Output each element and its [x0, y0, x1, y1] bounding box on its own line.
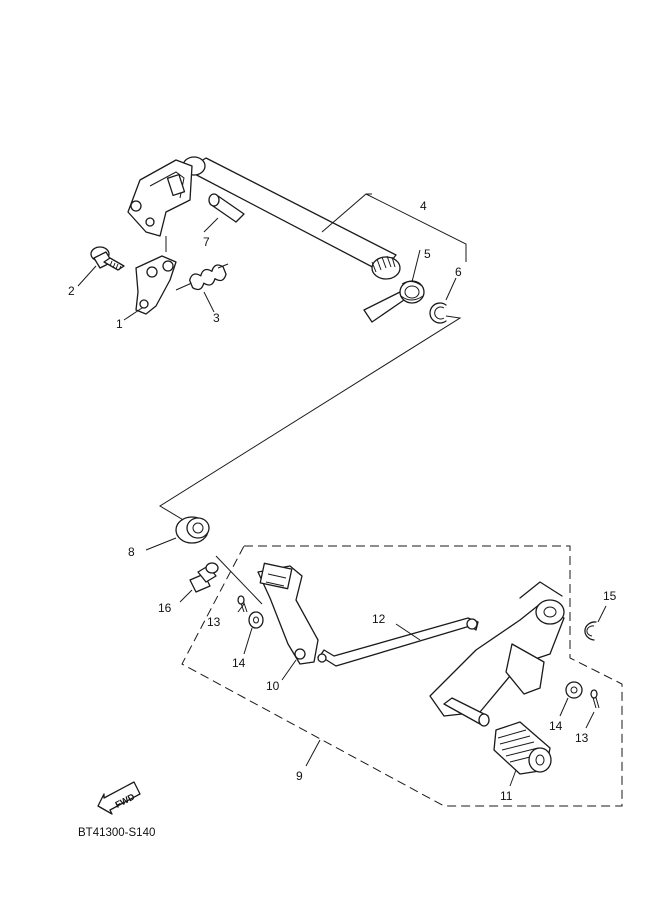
part-pin: [208, 193, 245, 223]
part-circlip-lower: [584, 621, 597, 641]
callout-13-left: 13: [207, 615, 221, 629]
part-return-spring: [363, 280, 425, 323]
upper-leader-lines: [77, 193, 467, 321]
callout-14-left: 14: [232, 656, 246, 670]
callout-9: 9: [296, 769, 303, 783]
part-washer-left: [248, 611, 264, 629]
callout-2: 2: [68, 284, 75, 298]
part-shift-rod: [317, 617, 479, 667]
callout-8: 8: [128, 545, 135, 559]
callout-1: 1: [116, 317, 123, 331]
forward-direction-arrow-icon: FWD: [97, 781, 141, 815]
part-washer-right: [565, 681, 583, 699]
callout-4: 4: [420, 199, 427, 213]
callout-12: 12: [372, 612, 386, 626]
diagram-code: BT41300-S140: [78, 827, 155, 839]
part-cotter-pin-right: [590, 689, 600, 709]
callout-7: 7: [203, 235, 210, 249]
callout-3: 3: [213, 311, 220, 325]
part-shift-arm-bracket: [127, 159, 193, 252]
part-shift-pedal-rubber: [493, 721, 552, 787]
part-bolt: [90, 246, 125, 271]
callout-13-right: 13: [575, 731, 589, 745]
part-circlip-upper: [429, 302, 447, 324]
callout-14-right: 14: [549, 719, 563, 733]
callout-15: 15: [603, 589, 617, 603]
callout-5: 5: [424, 247, 431, 261]
assembly-connection-line: [159, 315, 462, 525]
lower-leader-lines: [237, 603, 607, 767]
callout-16: 16: [158, 601, 172, 615]
callout-6: 6: [455, 265, 462, 279]
callout-11: 11: [500, 789, 513, 803]
part-shift-pedal: [429, 581, 565, 727]
callout-10: 10: [266, 679, 280, 693]
shift-pedal-assembly-outline: [181, 545, 623, 807]
part-shift-arm: [257, 562, 319, 665]
part-torsion-spring: [175, 263, 229, 291]
part-flange-bolt: [179, 555, 263, 605]
part-stopper-lever: [135, 255, 177, 315]
part-shift-shaft: [182, 156, 401, 280]
part-oil-seal: [145, 516, 210, 551]
